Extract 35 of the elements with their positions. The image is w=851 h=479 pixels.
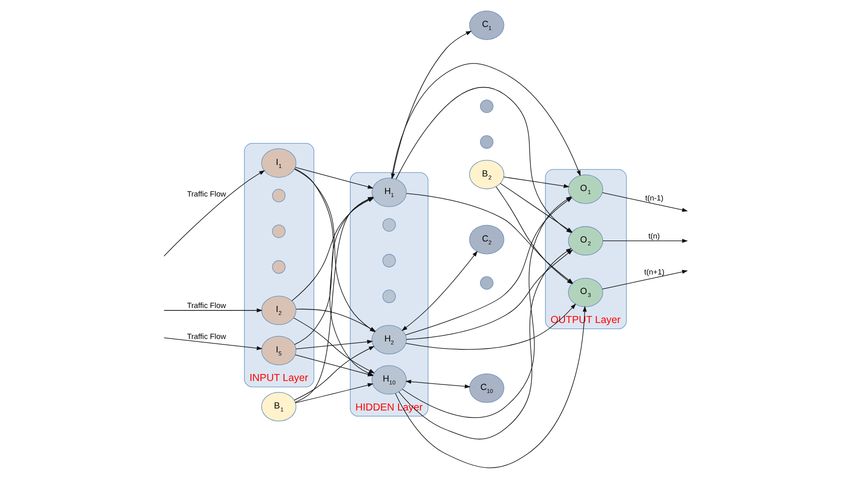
arrow — [296, 340, 373, 350]
node-ellipse: B$_{1}$ — [261, 392, 296, 422]
node-circle — [382, 218, 396, 232]
node-ellipse: H$_{10}$ — [372, 365, 407, 395]
node-ellipse: I$_{2}$ — [261, 296, 296, 326]
node-ellipse: H$_{1}$ — [372, 178, 407, 208]
arrow — [164, 337, 263, 350]
node-ellipse: C$_{10}$ — [469, 374, 504, 403]
node-circle — [272, 260, 286, 274]
node-ellipse: I$_{1}$ — [261, 148, 296, 178]
arrow — [602, 192, 688, 212]
node-circle — [480, 135, 494, 149]
arrow — [602, 238, 688, 243]
arrow — [405, 380, 471, 388]
arrow — [602, 270, 688, 290]
arrow — [295, 383, 374, 404]
arrow — [503, 176, 570, 188]
arrow — [164, 308, 263, 312]
node-circle — [480, 276, 494, 290]
node-circle — [272, 224, 286, 238]
node-circle — [382, 290, 396, 304]
arrow — [395, 306, 587, 468]
arrow — [406, 304, 576, 350]
node-circle — [272, 188, 286, 202]
node-ellipse: O$_{1}$ — [568, 174, 604, 204]
arrow — [402, 250, 478, 331]
node-ellipse: C$_{1}$ — [469, 10, 504, 40]
node-circle — [480, 100, 494, 113]
node-ellipse: I$_{5}$ — [261, 336, 296, 366]
node-ellipse: C$_{2}$ — [469, 224, 504, 254]
arrow — [164, 170, 265, 256]
arrow — [294, 167, 374, 189]
arrow — [398, 248, 572, 440]
node-ellipse: B$_{2}$ — [469, 160, 504, 190]
node-circle — [382, 254, 396, 268]
